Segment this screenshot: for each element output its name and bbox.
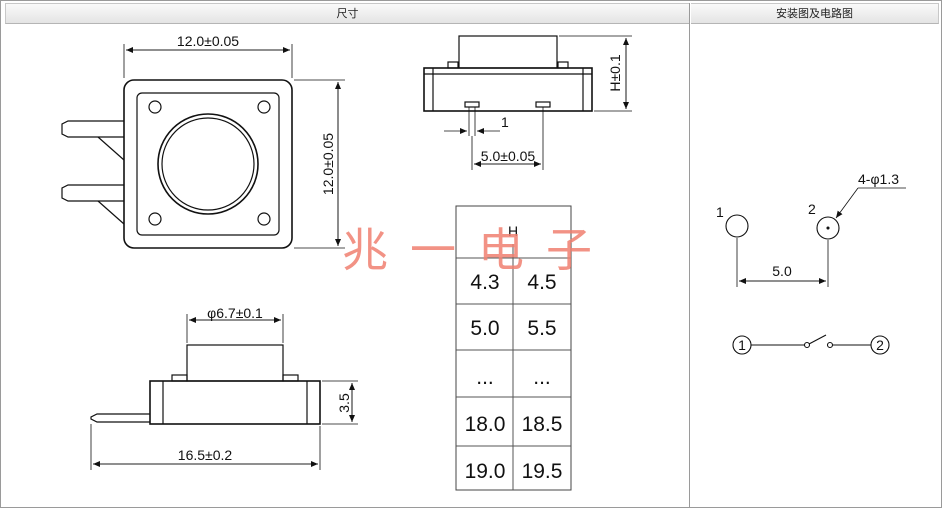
column-divider [689, 3, 690, 507]
pin-pitch-dim: 5.0±0.05 [481, 148, 536, 164]
corner-dot-tr [257, 100, 271, 114]
top-view-pins [61, 120, 125, 225]
hole-diameter-dim: 4-φ1.3 [858, 171, 899, 187]
actuator-inner [161, 117, 255, 211]
body-height-dim: 3.5 [336, 393, 352, 413]
circuit-node-2: 2 [876, 337, 884, 353]
table-cell: 19.5 [522, 460, 563, 483]
pad-right [535, 101, 551, 108]
side-view-top [423, 35, 632, 170]
circuit-node-1: 1 [738, 337, 746, 353]
table-cell: 4.3 [470, 271, 499, 294]
pin1-label: 1 [716, 204, 724, 220]
h-table-cells: 4.3 4.5 5.0 5.5 ... ... 18.0 18.5 19.0 1… [465, 271, 563, 483]
switch-body-inner [136, 92, 280, 236]
pin-width-dim: 1 [501, 114, 509, 130]
contact-right [826, 341, 834, 349]
h-table [455, 205, 572, 491]
table-cell: 4.5 [527, 271, 556, 294]
corner-dot-bl [148, 212, 162, 226]
top-view-height-dim: 12.0±0.05 [320, 133, 336, 195]
table-cell: 5.5 [527, 317, 556, 340]
pin2-label: 2 [808, 201, 816, 217]
lead [90, 413, 150, 423]
cap-diameter-dim: φ6.7±0.1 [207, 305, 263, 321]
table-cell: 5.0 [470, 317, 499, 340]
table-cell: ... [533, 366, 551, 389]
height-dim: H±0.1 [607, 54, 623, 91]
corner-dot-br [257, 212, 271, 226]
top-view [61, 44, 345, 249]
hole-1 [725, 214, 749, 238]
cap [458, 35, 558, 69]
switch-body-outer [123, 79, 293, 249]
hole-2 [816, 216, 840, 240]
side-view-bottom [90, 314, 358, 470]
pin-spacing-dim: 5.0 [772, 263, 792, 279]
table-cell: 18.5 [522, 413, 563, 436]
install-header: 安装图及电路图 [691, 3, 939, 24]
cap-bottom [186, 344, 284, 382]
watermark: 兆一电子 [342, 223, 614, 277]
body-bottom [149, 380, 321, 425]
overall-length-dim: 16.5±0.2 [178, 447, 233, 463]
table-cell: ... [476, 366, 494, 389]
install-diagram [725, 187, 906, 287]
dimensions-header: 尺寸 [5, 3, 690, 24]
body [423, 67, 593, 112]
pad-left [464, 101, 480, 108]
corner-dot-tl [148, 100, 162, 114]
circuit-diagram [732, 334, 890, 355]
top-view-width-dim: 12.0±0.05 [177, 33, 239, 49]
actuator-outer [157, 113, 259, 215]
table-cell: 18.0 [465, 413, 506, 436]
switch-lever [808, 334, 827, 345]
table-cell: 19.0 [465, 460, 506, 483]
contact-left [803, 341, 811, 349]
h-table-header: H [508, 223, 518, 239]
